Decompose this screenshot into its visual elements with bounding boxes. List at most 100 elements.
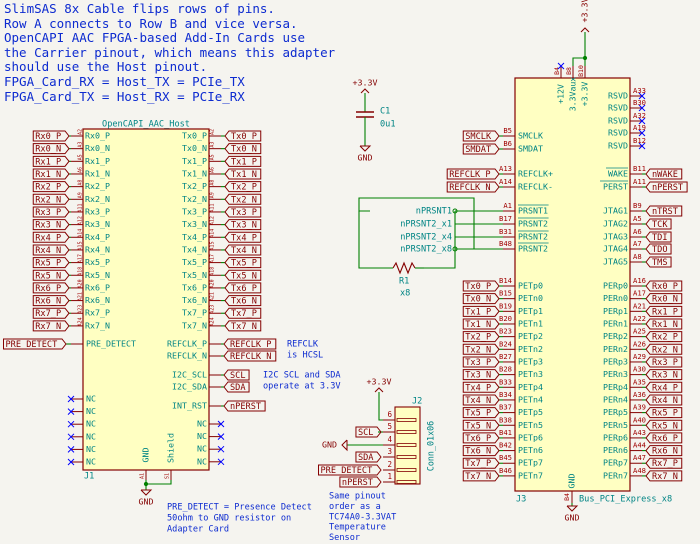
j3-pin-name: SMCLK [518, 131, 543, 141]
j1-net-label-text: PRE_DETECT [6, 340, 58, 350]
j1-net-label-text: Tx2_N [231, 195, 257, 205]
j3-pin-number: B27 [499, 352, 512, 361]
j1-pin-name: Shield [166, 433, 176, 463]
j3-net-label [462, 381, 500, 393]
j3-pin-name: PRSNT2 [518, 232, 548, 242]
c1-gnd-symbol [359, 145, 372, 152]
j1-pin-number: A21 [78, 292, 84, 301]
j3-pin-name: PERn0 [603, 293, 628, 303]
j1-pin-name: Tx4_P [182, 232, 207, 242]
j2-net-label [339, 476, 382, 488]
j1-pin-name: NC [197, 431, 207, 441]
j3-pin-name: PETp0 [518, 281, 543, 291]
j1-net-label [224, 231, 262, 243]
j3-net-label-text: Rx7_P [652, 459, 678, 469]
note-line: Row A connects to Row B and vice versa. [4, 15, 298, 31]
j1-net-label [32, 231, 70, 243]
j1-net-label-text: Tx4_P [231, 233, 257, 243]
j3-pin-number: B4 [553, 67, 561, 75]
j1-net-label-text: Tx4_N [231, 246, 257, 256]
j1-net-label [224, 168, 262, 180]
j3-net-label-text: Rx1_N [652, 320, 678, 330]
j1-pin-name: Rx0_P [85, 131, 110, 141]
j1-pin-number: A6 [78, 167, 84, 173]
no-connect-mark [67, 408, 75, 415]
refclk-note: is HCSL [287, 351, 323, 361]
j1-pin-number: A11 [78, 203, 84, 212]
no-connect-mark [67, 395, 75, 403]
j3-pin-number: B23 [499, 327, 512, 336]
j3-local-label: nPRSNT1 [416, 207, 452, 217]
j3-pin-number: B9 [633, 201, 642, 210]
j1-net-label [224, 269, 262, 281]
j3-net-label-text: TDI [652, 233, 668, 243]
j1-pin-number: S1 [165, 473, 171, 479]
note-line: SlimSAS 8x Cable flips rows of pins. [4, 1, 275, 16]
j3-pin-name: PERp6 [603, 432, 628, 442]
j1-pin-name: Tx0_N [182, 143, 207, 153]
j1-net-label-text: Tx2_P [231, 183, 257, 193]
j3-pin-name: RSVD [608, 91, 628, 101]
j3-pin-number: B20 [499, 314, 512, 323]
j3-connector-body [514, 77, 631, 492]
j3-pin-number: B24 [499, 339, 512, 348]
j3-net-label [462, 331, 500, 343]
j3-local-label: nPRSNT2_x4 [400, 233, 452, 243]
j1-net-label [224, 155, 262, 167]
j1-pin-name: NC [197, 444, 207, 454]
j1-pin-number: A14 [210, 229, 216, 238]
j3-net-label-text: Rx6_N [652, 447, 678, 457]
wire [572, 57, 585, 66]
j1-pin-number: A18 [210, 267, 216, 276]
j3-net-label-text: nTRST [652, 207, 678, 217]
j1-net-label [223, 400, 266, 412]
j2-pin-number: 6 [387, 410, 392, 419]
j3-pin-number: A6 [633, 227, 642, 236]
wire [358, 211, 370, 269]
j1-pin-name: Tx1_N [182, 168, 207, 178]
j1-pin-name: Tx7_P [182, 308, 207, 318]
j1-net-label [224, 307, 262, 319]
c1-value: 0u1 [380, 120, 396, 130]
j2-net-label [355, 426, 382, 438]
j3-pin-number: A29 [633, 352, 646, 361]
j2-power-symbol [374, 387, 384, 393]
j3-pin-name: PETp2 [518, 331, 543, 341]
j3-pin-name: +12V [556, 84, 566, 104]
j3-pin-number: B19 [499, 301, 512, 310]
no-connect-mark [217, 433, 225, 440]
j1-pin-number: A21 [210, 292, 216, 301]
j3-net-label-text: Tx2_N [465, 345, 491, 355]
j1-net-label [32, 295, 70, 307]
j3-pin-name: PERp2 [603, 331, 628, 341]
j1-net-label [32, 244, 70, 256]
j2-gnd-symbol-text: GND [322, 440, 337, 450]
j3-net-label-text: Rx4_N [652, 396, 678, 406]
j1-net-label [3, 338, 67, 350]
j3-net-label [462, 143, 500, 155]
j3-pin-number: A36 [633, 390, 646, 399]
note-line: FPGA_Card_TX = Host_RX = PCIe_RX [4, 88, 245, 104]
j1-pin-name: Rx1_N [85, 168, 110, 178]
j3-pin-number: B42 [499, 441, 512, 450]
j3-net-label [645, 369, 683, 381]
j1-pin-name: Tx1_P [182, 156, 207, 166]
j2-pin-contact [396, 430, 417, 434]
j1-net-label [32, 206, 70, 218]
j3-net-label [462, 318, 500, 330]
j3-net-label-text: Rx0_P [652, 282, 678, 292]
j3-pin-number: B12 [633, 136, 646, 145]
j2-pin-contact [396, 480, 417, 484]
j1-net-label-text: Tx6_P [231, 284, 257, 294]
j3-pin-name: PETn7 [518, 470, 543, 480]
j2-power-symbol-text: +3.3V [367, 377, 392, 387]
j1-net-label [224, 193, 262, 205]
j3-net-label-text: REFCLK_N [449, 183, 490, 193]
j3-pin-name: PERn1 [603, 318, 628, 328]
j1-pin-name: PRE_DETECT [86, 339, 136, 349]
j1-pin-number: A15 [210, 241, 216, 250]
j3-net-label-text: Tx0_N [465, 295, 491, 305]
j3-net-label [645, 432, 683, 444]
j1-pin-name: Tx7_N [182, 320, 207, 330]
j1-pin-name: Rx7_N [85, 320, 110, 330]
